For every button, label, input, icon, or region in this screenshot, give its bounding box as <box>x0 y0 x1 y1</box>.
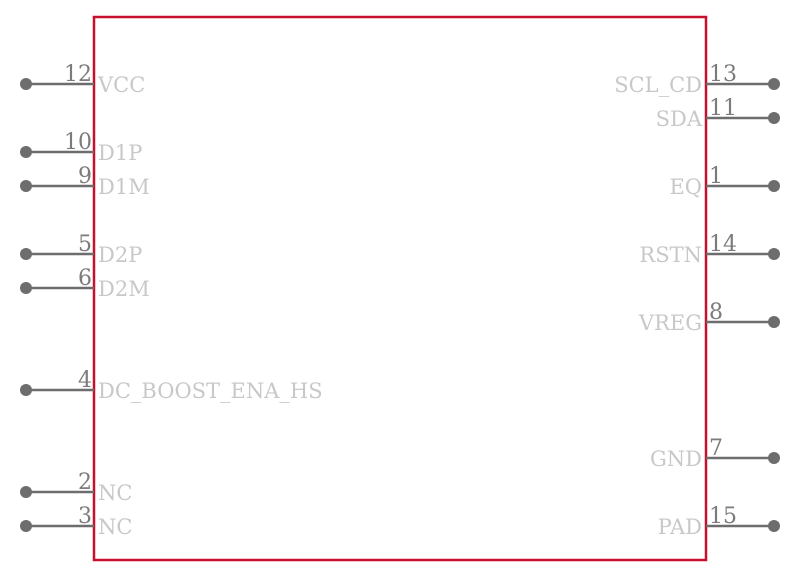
pin-name: NC <box>98 481 132 505</box>
pin-endpoint <box>20 146 32 158</box>
pin-name: D1P <box>98 141 142 165</box>
pin-endpoint <box>20 282 32 294</box>
pin-13: 13 SCL_CD <box>614 62 780 97</box>
pin-number: 14 <box>709 232 737 257</box>
pin-number: 5 <box>78 232 92 257</box>
pin-endpoint <box>768 180 780 192</box>
pin-number: 3 <box>78 504 92 529</box>
pin-name: VCC <box>97 73 145 97</box>
pin-endpoint <box>20 520 32 532</box>
pin-endpoint <box>768 520 780 532</box>
pin-endpoint <box>20 78 32 90</box>
pin-endpoint <box>20 248 32 260</box>
pin-name: RSTN <box>639 243 702 267</box>
pin-name: GND <box>650 447 702 471</box>
pin-name: D1M <box>98 175 150 199</box>
pin-endpoint <box>20 180 32 192</box>
pin-endpoint <box>768 452 780 464</box>
pin-number: 6 <box>78 266 92 291</box>
pin-number: 7 <box>709 436 723 461</box>
pin-number: 9 <box>78 164 92 189</box>
pin-name: EQ <box>669 175 702 199</box>
pin-name: VREG <box>638 311 702 335</box>
pin-1: 1 EQ <box>669 164 780 199</box>
pin-number: 8 <box>709 300 723 325</box>
pin-name: DC_BOOST_ENA_HS <box>98 379 323 403</box>
pin-8: 8 VREG <box>638 300 780 335</box>
pin-14: 14 RSTN <box>639 232 780 267</box>
component-body <box>92 15 708 562</box>
pin-endpoint <box>20 486 32 498</box>
pin-endpoint <box>768 112 780 124</box>
pin-7: 7 GND <box>650 436 780 471</box>
pin-number: 13 <box>709 62 737 87</box>
pin-name: D2P <box>98 243 142 267</box>
pin-15: 15 PAD <box>658 504 780 539</box>
pin-endpoint <box>768 78 780 90</box>
pin-number: 1 <box>709 164 723 189</box>
pin-number: 4 <box>78 368 92 393</box>
pin-name: PAD <box>658 515 702 539</box>
pin-endpoint <box>20 384 32 396</box>
pin-number: 2 <box>78 470 92 495</box>
pin-number: 10 <box>64 130 92 155</box>
pin-number: 15 <box>709 504 737 529</box>
pin-name: SCL_CD <box>614 73 702 97</box>
pin-name: SDA <box>656 107 703 131</box>
pin-name: D2M <box>98 277 150 301</box>
pin-name: NC <box>98 515 132 539</box>
pin-endpoint <box>768 316 780 328</box>
pin-number: 12 <box>64 62 92 87</box>
pin-endpoint <box>768 248 780 260</box>
pin-number: 11 <box>709 96 737 121</box>
